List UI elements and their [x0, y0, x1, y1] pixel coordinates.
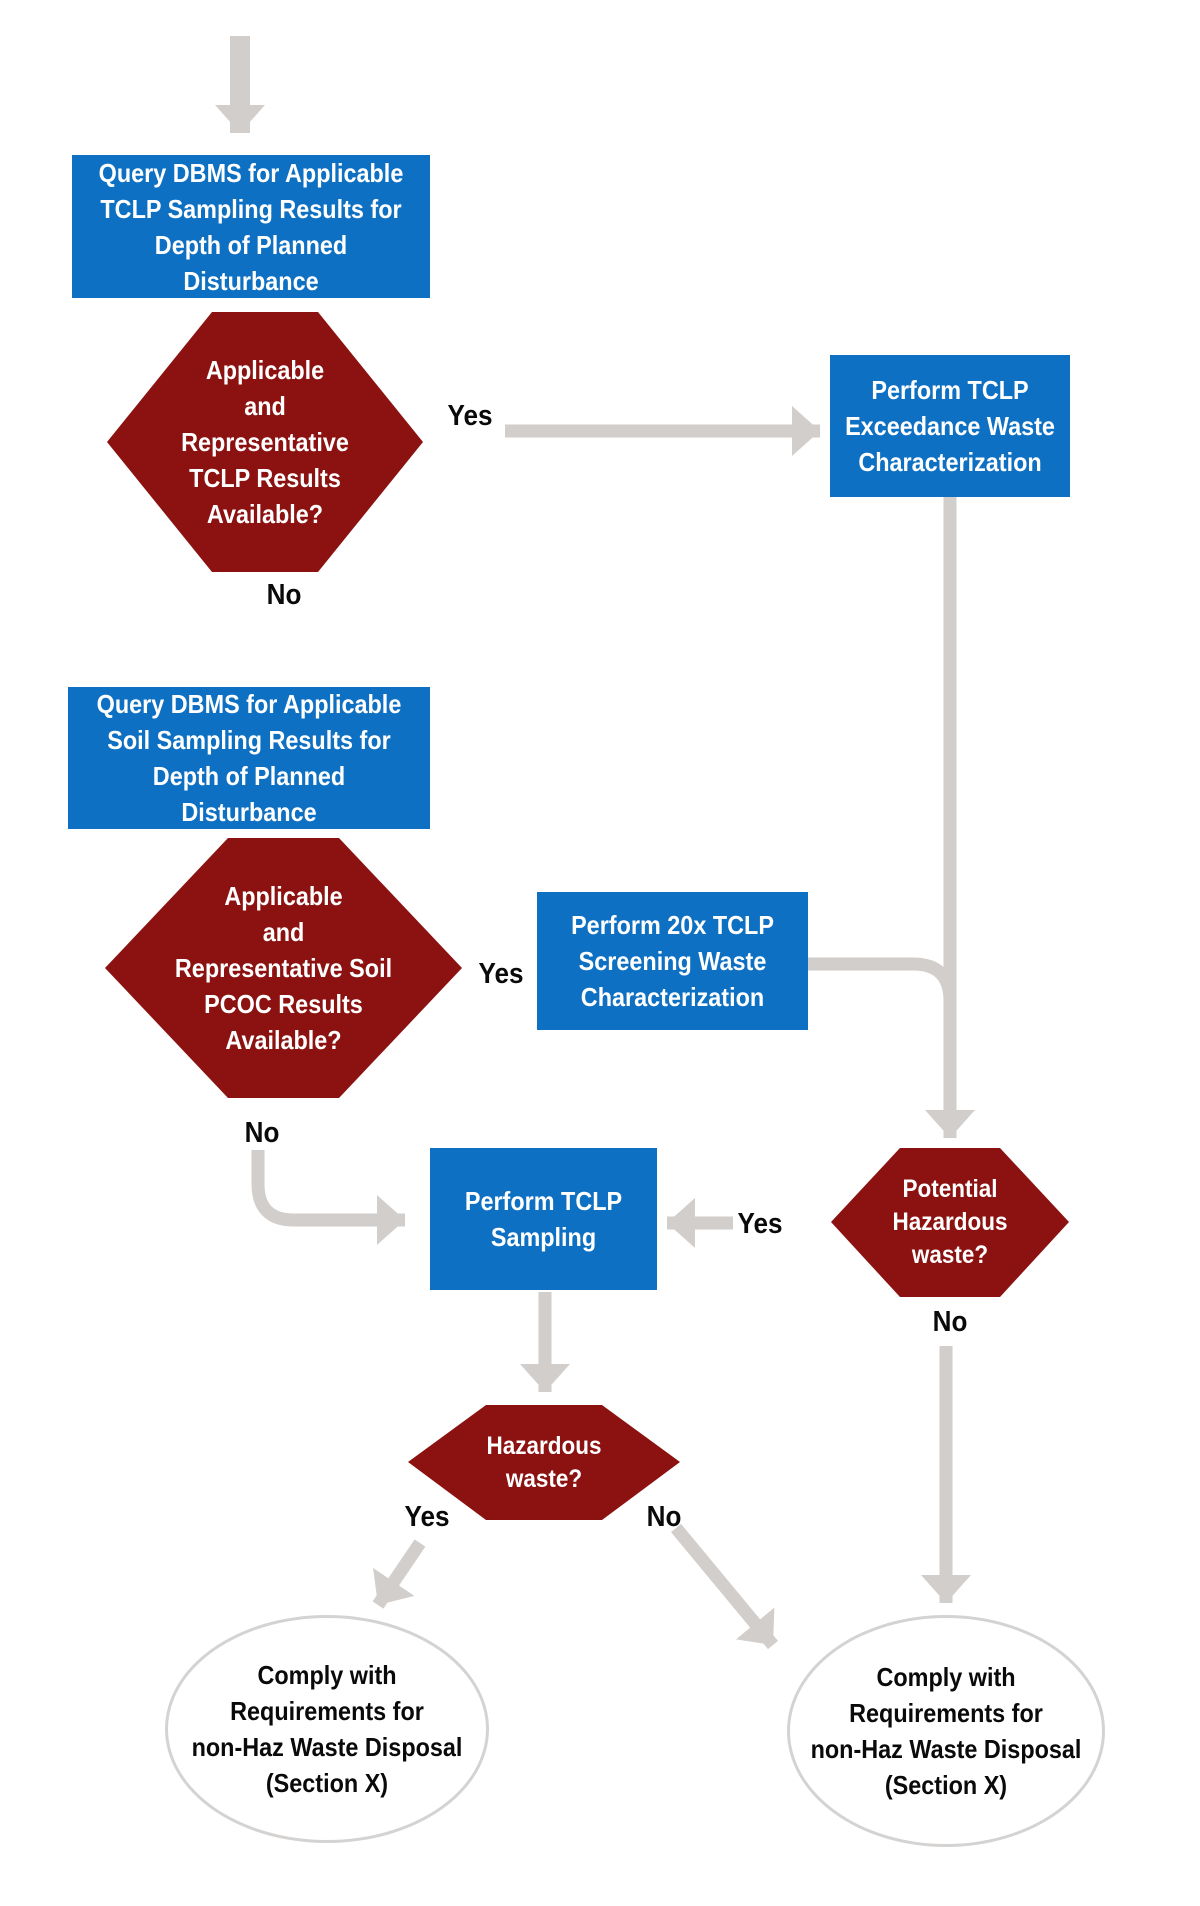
- text-line: Depth of Planned Disturbance: [152, 761, 346, 827]
- text-line: Characterization: [858, 447, 1042, 477]
- text-line: Comply with: [876, 1662, 1016, 1692]
- text-line: Hazardous: [486, 1431, 602, 1460]
- text-line: TCLP Results: [189, 463, 341, 493]
- arrow-yes-to-comply-left: [372, 1539, 426, 1609]
- text-line: Soil Sampling Results for: [107, 725, 391, 755]
- text-line: waste?: [505, 1464, 583, 1493]
- text-line: Exceedance Waste: [845, 411, 1055, 441]
- text-line: Sampling: [490, 1222, 597, 1252]
- text-line: waste?: [911, 1241, 989, 1269]
- process-query-soil: Query DBMS for Applicable Soil Sampling …: [68, 687, 430, 829]
- terminal-comply-right: Comply with Requirements for non-Haz Was…: [787, 1615, 1105, 1847]
- edge-label-no-1: No: [266, 579, 302, 611]
- text-line: Depth of Planned Disturbance: [154, 229, 348, 296]
- text-line: Query DBMS for Applicable: [98, 157, 404, 188]
- process-perform-20x-text: Perform 20x TCLP Screening Waste Charact…: [551, 907, 795, 1015]
- text-line: Representative Soil: [174, 953, 393, 983]
- text-line: Applicable: [224, 881, 343, 911]
- terminal-comply-left-text: Comply with Requirements for non-Haz Was…: [184, 1657, 470, 1801]
- edge-label-no-3: No: [932, 1306, 968, 1338]
- text-line: Requirements for: [849, 1698, 1043, 1728]
- text-line: Potential: [902, 1175, 998, 1203]
- edge-label-yes-1: Yes: [447, 400, 493, 432]
- text-line: Comply with: [257, 1660, 397, 1690]
- text-line: Available?: [206, 499, 324, 529]
- process-query-soil-text: Query DBMS for Applicable Soil Sampling …: [86, 686, 412, 830]
- decision-tclp-results-available-text: Applicable and Representative TCLP Resul…: [123, 352, 407, 532]
- edge-label-yes-4: Yes: [404, 1501, 450, 1533]
- text-line: Applicable: [205, 355, 325, 385]
- text-line: Hazardous: [892, 1208, 1008, 1236]
- text-line: Representative: [181, 427, 349, 457]
- edge-label-yes-2: Yes: [478, 958, 524, 990]
- text-line: Query DBMS for Applicable: [96, 689, 402, 719]
- process-perform-exceedance-text: Perform TCLP Exceedance Waste Characteri…: [842, 372, 1058, 480]
- decision-soil-pcoc-available-text: Applicable and Representative Soil PCOC …: [123, 878, 444, 1058]
- edge-label-yes-3: Yes: [737, 1208, 783, 1240]
- process-perform-exceedance: Perform TCLP Exceedance Waste Characteri…: [830, 355, 1070, 497]
- text-line: Requirements for: [230, 1696, 424, 1726]
- process-perform-20x: Perform 20x TCLP Screening Waste Charact…: [537, 892, 808, 1030]
- text-line: Perform TCLP: [464, 1186, 623, 1216]
- text-line: PCOC Results: [204, 989, 363, 1019]
- text-line: Perform 20x TCLP: [571, 910, 774, 940]
- arrow-no-to-sampling: [251, 1150, 405, 1245]
- text-line: Characterization: [580, 982, 765, 1012]
- text-line: and: [262, 917, 305, 947]
- text-line: Perform TCLP: [871, 375, 1029, 405]
- text-line: non-Haz Waste Disposal: [191, 1732, 463, 1762]
- text-line: (Section X): [265, 1768, 389, 1798]
- terminal-comply-right-text: Comply with Requirements for non-Haz Was…: [806, 1659, 1087, 1803]
- process-query-tclp-text: Query DBMS for Applicable TCLP Sampling …: [90, 155, 412, 299]
- arrow-no-diagonal-to-comply-right: [670, 1523, 779, 1650]
- edge-label-no-4: No: [646, 1501, 682, 1533]
- text-line: Screening Waste: [578, 946, 767, 976]
- text-line: and: [244, 391, 286, 421]
- process-query-tclp: Query DBMS for Applicable TCLP Sampling …: [72, 155, 430, 298]
- text-line: Available?: [225, 1025, 342, 1055]
- terminal-comply-left: Comply with Requirements for non-Haz Was…: [165, 1615, 489, 1843]
- decision-potential-hazardous-text: Potential Hazardous waste?: [843, 1173, 1057, 1272]
- text-line: TCLP Sampling Results for: [100, 193, 402, 224]
- process-perform-sampling: Perform TCLP Sampling: [430, 1148, 657, 1290]
- edge-label-no-2: No: [244, 1117, 280, 1149]
- text-line: non-Haz Waste Disposal: [810, 1734, 1082, 1764]
- decision-hazardous-text: Hazardous waste?: [422, 1430, 667, 1496]
- connector-20x-to-mainline: [808, 957, 957, 1002]
- text-line: (Section X): [884, 1770, 1008, 1800]
- process-perform-sampling-text: Perform TCLP Sampling: [441, 1183, 645, 1255]
